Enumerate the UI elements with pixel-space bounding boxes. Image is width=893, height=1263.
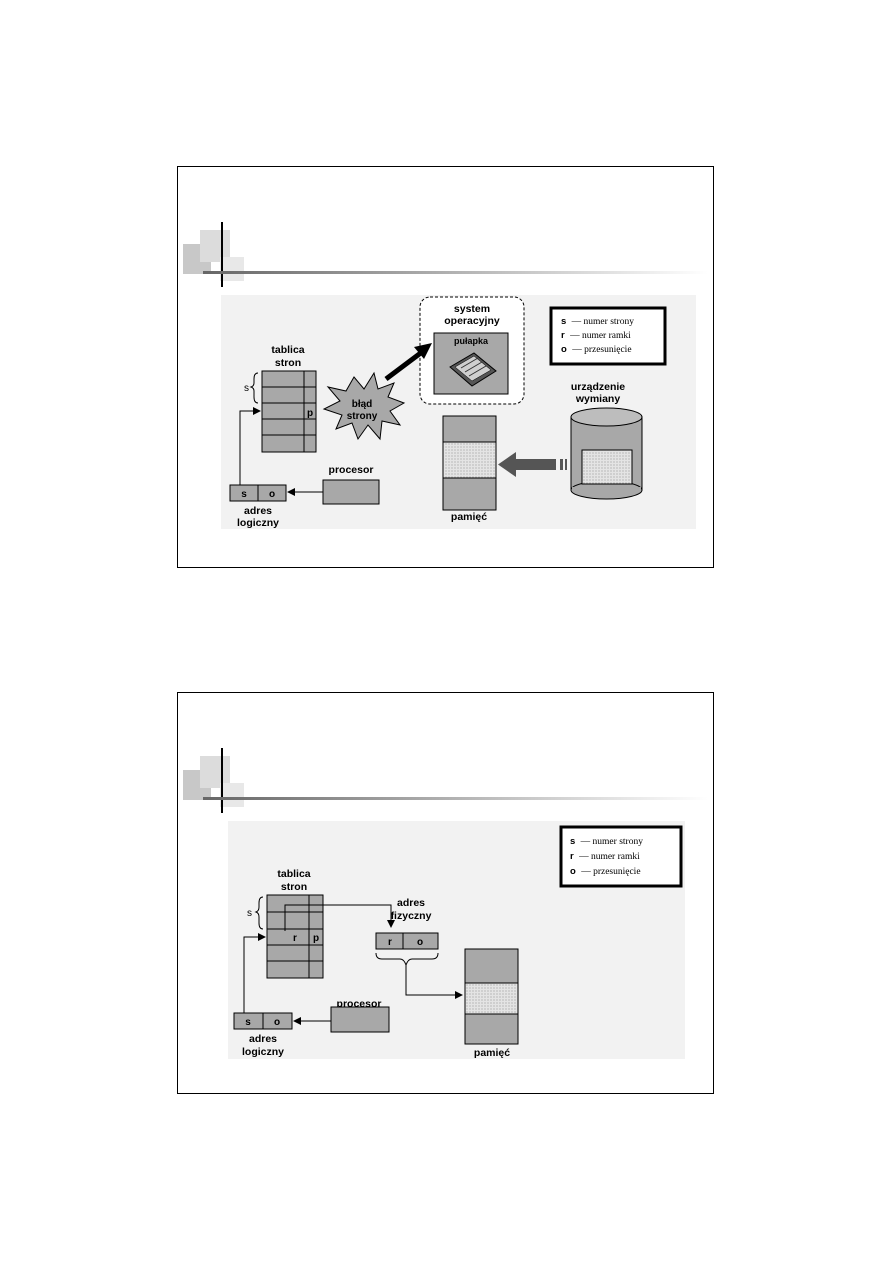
memory: pamięć xyxy=(464,948,519,1059)
logical-addr-s: s xyxy=(241,489,247,500)
memory-label: pamięć xyxy=(474,1047,510,1059)
svg-text:o — przesunięcie: o — przesunięcie xyxy=(561,344,632,355)
legend-text-s: — numer strony xyxy=(571,317,635,327)
swap-label-2: wymiany xyxy=(575,393,621,405)
brace-label: s xyxy=(247,908,252,919)
connector-lines xyxy=(243,933,331,1025)
fault-label-1: błąd xyxy=(352,399,373,410)
svg-text:o — przesunięcie: o — przesunięcie xyxy=(570,866,641,877)
page-table: tablica stron r p s xyxy=(247,868,324,979)
slide-header-decoration xyxy=(183,222,708,287)
memory-label: pamięć xyxy=(451,511,487,523)
page-fault-burst: błąd strony xyxy=(322,371,406,441)
legend-text-o: — przesunięcie xyxy=(571,345,631,355)
phys-addr-label-1: adres xyxy=(397,897,425,909)
logical-address: s o adres logiczny xyxy=(229,484,287,529)
legend-box: s — numer strony r — numer ramki o — prz… xyxy=(549,306,667,366)
svg-text:r — numer ramki: r — numer ramki xyxy=(561,330,631,341)
cpu-label: procesor xyxy=(329,464,374,476)
legend-key-o: o xyxy=(561,344,567,355)
phys-addr-label-2: fizyczny xyxy=(391,910,432,922)
logical-addr-label-2: logiczny xyxy=(237,517,279,529)
fault-to-os-arrow xyxy=(384,343,432,381)
logical-address: s o adres logiczny xyxy=(233,1012,293,1058)
trap-device-icon xyxy=(449,352,497,387)
page-table-label-2: stron xyxy=(275,357,301,369)
os-label-2: operacyjny xyxy=(444,315,500,327)
logical-addr-s: s xyxy=(245,1017,251,1028)
legend-text-s: — numer strony xyxy=(580,837,644,847)
logical-addr-o: o xyxy=(269,489,275,500)
page-table-p: p xyxy=(307,408,313,419)
os-label-1: system xyxy=(454,303,490,315)
svg-text:s — numer strony: s — numer strony xyxy=(561,316,634,327)
slide-page-fault: system operacyjny pułapka s — numer stro… xyxy=(177,166,714,568)
frame-to-physical-arrow xyxy=(284,904,395,931)
swap-label-1: urządzenie xyxy=(571,381,625,393)
legend-key-r: r xyxy=(570,851,574,862)
phys-addr-r: r xyxy=(388,937,392,948)
swap-device: urządzenie wymiany xyxy=(570,381,643,500)
page-table-label-1: tablica xyxy=(271,344,304,356)
svg-text:r — numer ramki: r — numer ramki xyxy=(570,851,640,862)
page-table-r: r xyxy=(293,933,297,944)
cpu: procesor xyxy=(330,998,390,1033)
fault-label-2: strony xyxy=(347,411,378,422)
page-table: tablica stron p s xyxy=(244,344,317,453)
legend-key-o: o xyxy=(570,866,576,877)
connector-lines xyxy=(239,407,323,496)
slide-header-decoration xyxy=(183,748,708,813)
legend-text-o: — przesunięcie xyxy=(580,867,640,877)
svg-text:s — numer strony: s — numer strony xyxy=(570,836,643,847)
legend-key-s: s xyxy=(561,316,566,327)
page-table-p: p xyxy=(313,933,319,944)
legend-box: s — numer strony r — numer ramki o — prz… xyxy=(559,825,683,888)
page-table-label-1: tablica xyxy=(277,868,310,880)
cpu: procesor xyxy=(322,464,380,505)
legend-key-r: r xyxy=(561,330,565,341)
trap-label: pułapka xyxy=(454,336,489,346)
slide2-canvas: s — numer strony r — numer ramki o — prz… xyxy=(183,748,708,1059)
physical-to-memory-arrow xyxy=(405,965,463,999)
brace-label: s xyxy=(244,383,249,394)
page-table-label-2: stron xyxy=(281,881,307,893)
logical-addr-label-1: adres xyxy=(244,505,272,517)
legend-key-s: s xyxy=(570,836,575,847)
swap-to-memory-arrow xyxy=(498,452,567,477)
phys-addr-o: o xyxy=(417,937,423,948)
logical-addr-o: o xyxy=(274,1017,280,1028)
physical-address: adres fizyczny r o xyxy=(375,897,439,967)
slide-address-translation: s — numer strony r — numer ramki o — prz… xyxy=(177,692,714,1094)
logical-addr-label-2: logiczny xyxy=(242,1046,284,1058)
logical-addr-label-1: adres xyxy=(249,1033,277,1045)
legend-text-r: — numer ramki xyxy=(578,852,640,862)
legend-text-r: — numer ramki xyxy=(569,331,631,341)
slide1-canvas: system operacyjny pułapka s — numer stro… xyxy=(183,222,708,529)
operating-system-box: system operacyjny pułapka xyxy=(419,296,525,405)
memory: pamięć xyxy=(442,415,497,523)
